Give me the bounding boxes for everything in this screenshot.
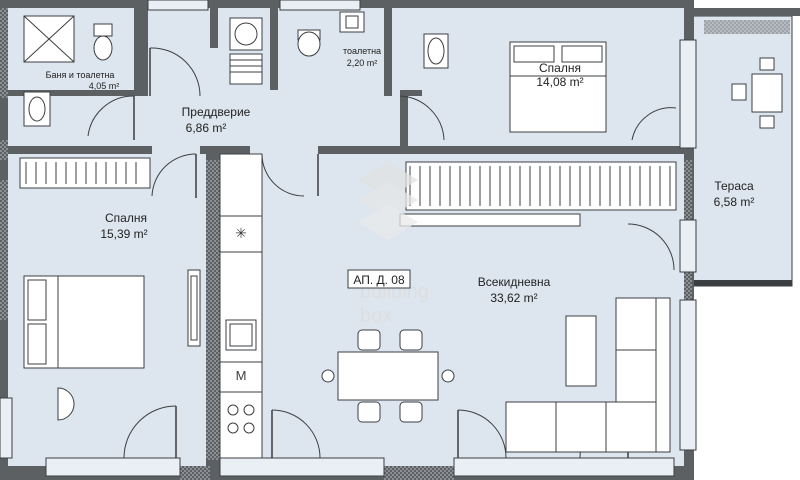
door-swing-icon [457,409,507,459]
room-living-name: Всекидневна [478,275,551,289]
dining-table-icon [321,329,455,423]
door-swing-icon [151,153,197,198]
kitchen: ✳ M [219,153,263,459]
watermark: building box [358,162,429,327]
room-living-area: 33,62 m² [490,291,537,305]
washing-machine-icon [229,17,263,85]
toilet-icon [93,23,113,61]
door-swing-icon [87,95,135,140]
room-bedroom-left-name: Спалня [105,211,147,225]
sofa-icon [505,297,671,453]
sink-icon [225,319,257,351]
door-swing-icon [261,153,319,197]
bathroom-fixtures [23,11,449,127]
door-swing-icon [271,409,321,459]
room-bath-name: Баня и тоалетна [46,70,115,80]
terrace-table-icon [731,57,783,129]
shower-icon [23,15,75,63]
coffee-table-icon [565,315,597,387]
bed-top [509,41,607,133]
room-hall-area: 6,86 m² [186,121,227,135]
room-toilet-name: тоалетна [343,46,381,56]
room-bath-area: 4,05 m² [89,81,120,91]
room-terrace-name: Тераса [714,179,754,193]
sink-icon [339,11,365,33]
wardrobe-icon [19,157,151,189]
terrace [691,8,800,287]
room-toilet-area: 2,20 m² [347,58,378,68]
door-swing-icon [627,223,675,271]
door-swing-icon [149,47,201,97]
watermark-line2: box [360,305,392,327]
room-terrace-area: 6,58 m² [714,195,755,209]
stove-icon [227,404,255,434]
sink-icon [423,33,449,69]
sink-icon [23,91,51,127]
door-swing-icon [399,95,445,141]
microwave-icon: M [236,368,247,383]
room-bedroom-left-area: 15,39 m² [100,227,147,241]
room-labels: Баня и тоалетна 4,05 m² тоалетна 2,20 m²… [46,46,755,305]
fridge-icon: ✳ [235,225,247,241]
apartment-id-badge: АП. Д. 08 [347,269,411,289]
room-hall-name: Преддверие [182,105,251,119]
bed-left [23,269,201,421]
windows [0,0,697,477]
toilet-icon [297,29,321,57]
door-swing-icon [631,107,677,141]
apartment-id: АП. Д. 08 [353,273,405,287]
room-bedroom-top-area: 14,08 m² [536,75,583,89]
room-bedroom-top-name: Спалня [539,61,581,75]
door-swing-icon [123,405,177,459]
